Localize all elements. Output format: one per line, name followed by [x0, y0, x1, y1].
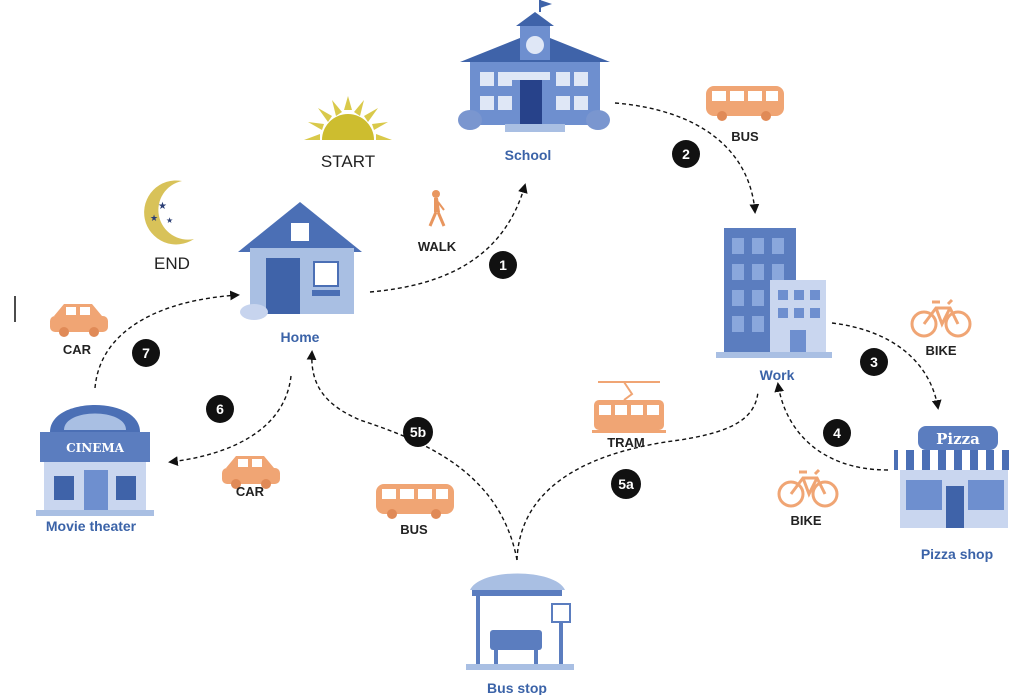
route-cinema-to-home [94, 290, 240, 389]
car-icon [50, 304, 108, 337]
tram-icon [592, 381, 666, 433]
svg-text:★: ★ [150, 214, 158, 224]
svg-text:5a: 5a [618, 476, 634, 492]
bus-stop-shelter-icon [466, 573, 574, 670]
route-work-to-pizza [831, 322, 942, 410]
step-badge-4: 4 [823, 419, 851, 447]
work-building-icon [716, 228, 832, 358]
step-badge-3: 3 [860, 348, 888, 376]
step-badge-5a: 5a [611, 469, 641, 499]
route-busstop-to-home [306, 350, 518, 561]
route-busstop-to-work [516, 391, 759, 561]
movie-theater-building-icon: CINEMA [36, 405, 154, 516]
svg-text:6: 6 [216, 401, 224, 417]
bus-icon [706, 86, 784, 121]
tram-label: TRAM [607, 435, 645, 450]
work-label: Work [760, 367, 795, 383]
step-badge-7: 7 [132, 339, 160, 367]
moon-icon: ★ ★ ★ [144, 180, 194, 245]
home-building-icon [238, 202, 362, 320]
pizza-shop-label: Pizza shop [921, 546, 993, 562]
svg-text:7: 7 [142, 345, 150, 361]
bus-icon [376, 484, 454, 519]
car-icon [222, 456, 280, 489]
bike-bottom-label: BIKE [790, 513, 821, 528]
movie-theater-label: Movie theater [46, 518, 137, 534]
route-school-to-work [614, 102, 760, 214]
school-building-icon [458, 0, 610, 132]
bus-stop-label: Bus stop [487, 680, 547, 695]
bus-top-label: BUS [731, 129, 759, 144]
car-mid-label: CAR [236, 484, 265, 499]
svg-text:3: 3 [870, 354, 878, 370]
step-badge-6: 6 [206, 395, 234, 423]
svg-text:★: ★ [158, 201, 167, 212]
step-badge-5b: 5b [403, 417, 433, 447]
sun-icon [304, 96, 392, 140]
end-label: END [154, 254, 190, 273]
school-label: School [505, 147, 552, 163]
route-home-to-school [369, 183, 528, 293]
route-home-to-cinema [168, 375, 292, 466]
svg-text:4: 4 [833, 425, 841, 441]
svg-text:2: 2 [682, 146, 690, 162]
walking-person-icon [428, 190, 446, 227]
start-label: START [321, 152, 375, 171]
step-badge-2: 2 [672, 140, 700, 168]
bus-bottom-label: BUS [400, 522, 428, 537]
svg-text:1: 1 [499, 257, 507, 273]
step-badge-1: 1 [489, 251, 517, 279]
car-left-label: CAR [63, 342, 92, 357]
route-pizza-to-work [774, 382, 889, 471]
svg-text:5b: 5b [410, 424, 426, 440]
svg-text:CINEMA: CINEMA [66, 441, 125, 455]
bike-top-label: BIKE [925, 343, 956, 358]
svg-text:★: ★ [166, 216, 173, 225]
bicycle-icon [777, 468, 839, 508]
walk-label: WALK [418, 239, 457, 254]
home-label: Home [281, 329, 320, 345]
svg-text:Pizza: Pizza [936, 430, 980, 448]
pizza-shop-building-icon: Pizza [894, 426, 1009, 528]
bicycle-icon [910, 298, 972, 338]
